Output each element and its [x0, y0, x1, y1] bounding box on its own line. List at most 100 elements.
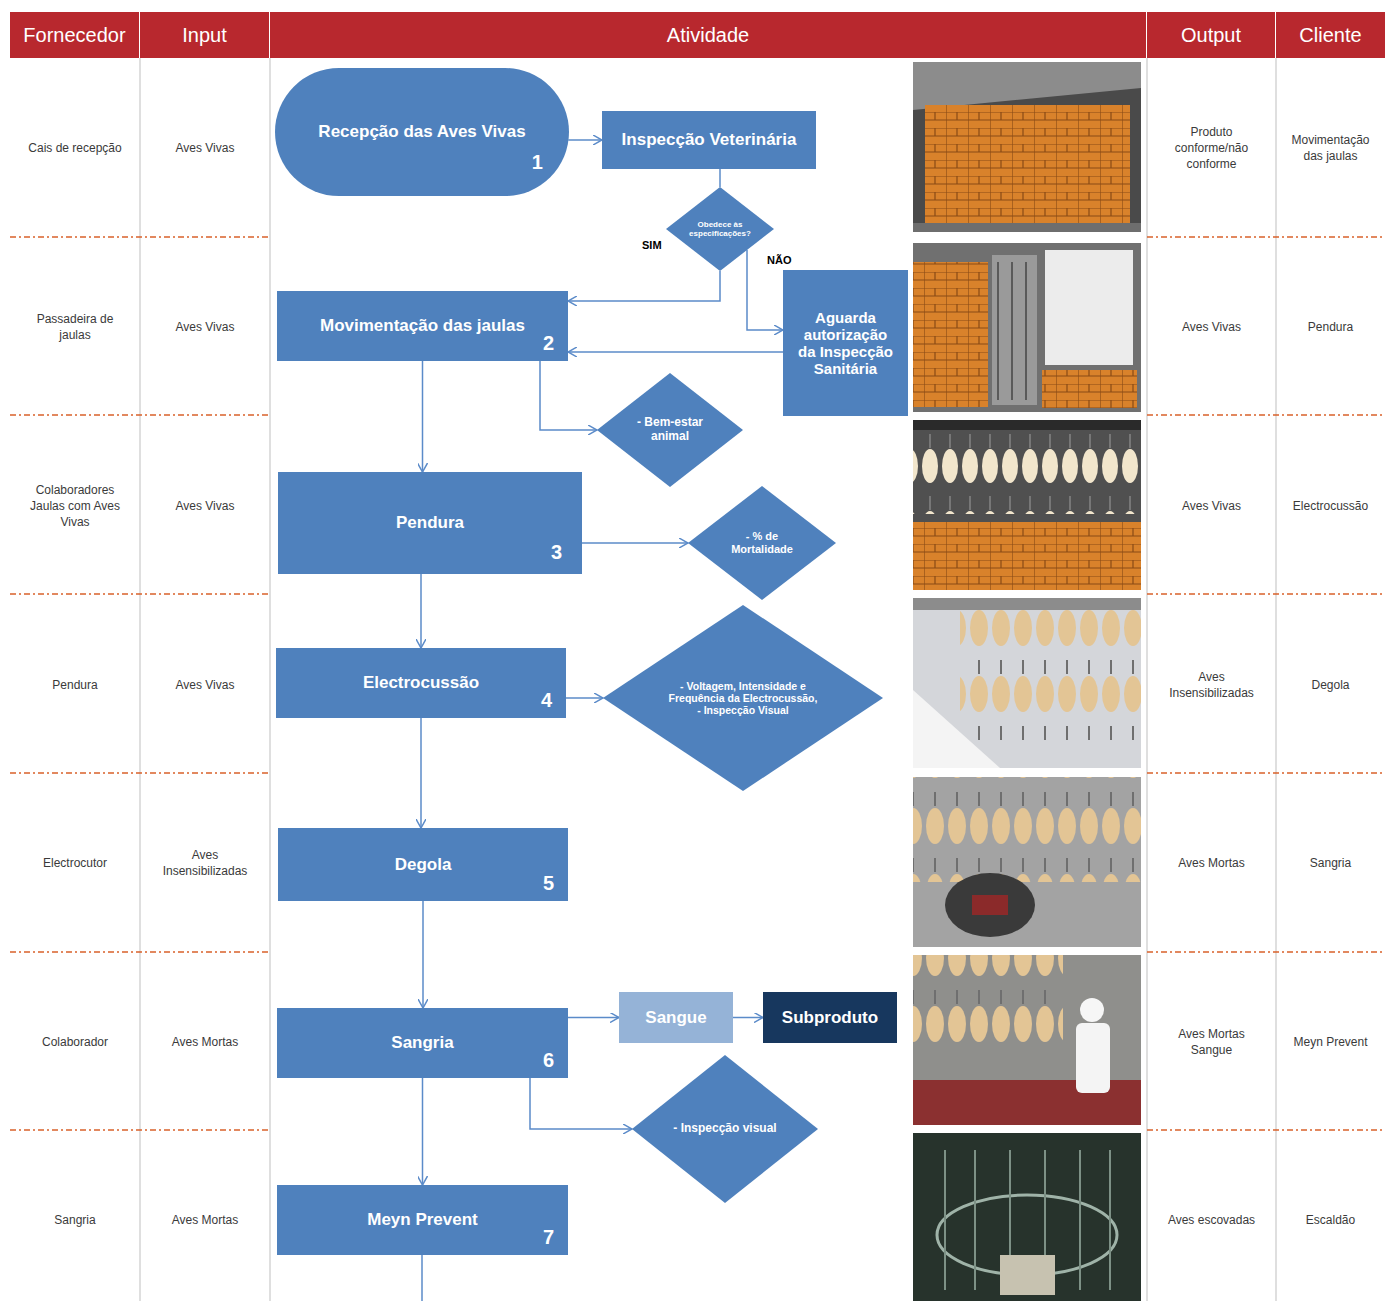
photo-birds	[913, 955, 1063, 1055]
photo-background	[913, 777, 1141, 947]
table-cell: Sangria	[1281, 855, 1381, 871]
table-cell-slot: Meyn Prevent	[1281, 1034, 1381, 1050]
table-cell-slot: Aves Vivas	[155, 140, 255, 156]
photo-birds	[960, 610, 1141, 740]
row-separator	[1147, 772, 1385, 774]
photo-roof	[913, 62, 1141, 110]
box-label: Degola	[395, 855, 452, 875]
step-number: 5	[543, 872, 554, 895]
continuation-line	[421, 1255, 423, 1301]
table-cell-slot: Produto conforme/não conforme	[1162, 124, 1262, 173]
decision-diamond: - Inspecção visual	[632, 1055, 818, 1203]
header-cell: Atividade	[270, 12, 1146, 58]
table-cell-slot: Movimentação das jaulas	[1281, 132, 1381, 164]
flow-connector	[568, 351, 783, 353]
decision-diamond: - Voltagem, Intensidade e Frequência da …	[603, 605, 883, 791]
table-cell: Degola	[1281, 677, 1381, 693]
condition-text: - Inspecção visual	[673, 1122, 776, 1136]
decision-diamond: - % de Mortalidade	[688, 486, 836, 600]
table-cell-slot: Aves Mortas	[1162, 855, 1262, 871]
table-cell: Aves Vivas	[155, 319, 255, 335]
row-separator	[10, 593, 270, 595]
edge-label: NÃO	[767, 254, 791, 266]
photo-crates	[913, 522, 1141, 590]
table-cell-slot: Aves Mortas	[155, 1212, 255, 1228]
table-cell-slot: Sangria	[25, 1212, 125, 1228]
photo-background	[913, 598, 1141, 768]
diamond-shape	[603, 605, 883, 791]
flow-connector	[422, 361, 424, 472]
header-cell: Output	[1147, 12, 1275, 58]
table-cell-slot: Aves Vivas	[1162, 498, 1262, 514]
photo-machine-part	[972, 895, 1008, 915]
table-cell: Colaborador	[25, 1034, 125, 1050]
header-text: Cliente	[1299, 24, 1361, 47]
photo-machine-bars	[998, 262, 1026, 400]
diamond-shape	[632, 1055, 818, 1203]
table-cell: Aves Vivas	[155, 677, 255, 693]
row-separator	[10, 1129, 270, 1131]
table-cell: Aves Insensibilizadas	[155, 847, 255, 879]
column-line	[270, 58, 271, 1301]
flow-connector	[719, 169, 721, 187]
step-number: 3	[551, 541, 562, 564]
column-line	[1147, 58, 1148, 1301]
table-cell-slot: Aves Vivas	[1162, 319, 1262, 335]
box-label: Sangue	[645, 1008, 706, 1028]
photo-birds	[913, 432, 1141, 514]
table-cell: Escaldão	[1281, 1212, 1381, 1228]
table-cell: Aves Vivas	[155, 498, 255, 514]
flow-connector	[568, 271, 720, 301]
row-separator	[10, 236, 270, 238]
table-cell-slot: Aves Vivas	[155, 319, 255, 335]
column-line	[1276, 58, 1277, 1301]
process-box: Aguarda autorização da Inspecção Sanitár…	[783, 270, 908, 416]
flow-connector	[422, 901, 424, 1008]
table-cell-slot: Sangria	[1281, 855, 1381, 871]
photo-background	[913, 955, 1141, 1125]
flow-connector	[582, 542, 688, 544]
photo-machine-base	[1000, 1255, 1055, 1295]
edge-label-slot: SIM	[642, 239, 662, 251]
header-cell: Fornecedor	[10, 12, 139, 58]
table-cell: Aves Insensibilizadas	[1162, 669, 1262, 701]
table-cell: Aves escovadas	[1162, 1212, 1262, 1228]
table-cell: Colaboradores Jaulas com Aves Vivas	[25, 482, 125, 531]
table-cell: Produto conforme/não conforme	[1162, 124, 1262, 173]
flow-connector	[422, 1078, 424, 1185]
header-cell: Input	[140, 12, 269, 58]
photo-curtain	[1045, 250, 1133, 365]
box-label: Meyn Prevent	[367, 1210, 478, 1230]
diamond-shape	[666, 187, 774, 271]
box-label: Aguarda autorização da Inspecção Sanitár…	[798, 309, 894, 378]
table-cell-slot: Colaboradores Jaulas com Aves Vivas	[25, 482, 125, 531]
condition-text: - Inspecção Visual	[697, 704, 788, 716]
table-cell: Cais de recepção	[25, 140, 125, 156]
row-separator	[1147, 951, 1385, 953]
table-cell-slot: Colaborador	[25, 1034, 125, 1050]
table-cell: Movimentação das jaulas	[1281, 132, 1381, 164]
table-cell-slot: Cais de recepção	[25, 140, 125, 156]
flow-connector	[733, 1017, 763, 1019]
table-cell: Electrocutor	[25, 855, 125, 871]
table-cell: Passadeira de jaulas	[25, 311, 125, 343]
table-cell: Aves Mortas Sangue	[1162, 1026, 1262, 1058]
header-text: Atividade	[667, 24, 749, 47]
condition-text: Obedece às especificações?	[687, 220, 753, 238]
process-box: Degola 5	[278, 828, 568, 901]
photo-worker-head	[1080, 998, 1104, 1022]
process-box: Electrocussão4	[276, 648, 566, 718]
photo-crates	[913, 262, 988, 407]
box-label: Inspecção Veterinária	[622, 130, 797, 150]
photo-background	[913, 420, 1141, 590]
row-separator	[1147, 414, 1385, 416]
photo-machine	[992, 255, 1037, 405]
row-separator	[1147, 593, 1385, 595]
table-cell-slot: Electrocutor	[25, 855, 125, 871]
flow-connector	[530, 1078, 632, 1129]
condition-text: - Bem-estar animal	[630, 416, 710, 444]
photo-rail	[913, 598, 1141, 610]
photo-birds	[913, 777, 1141, 882]
table-cell-slot: Degola	[1281, 677, 1381, 693]
flow-connector	[420, 718, 422, 828]
